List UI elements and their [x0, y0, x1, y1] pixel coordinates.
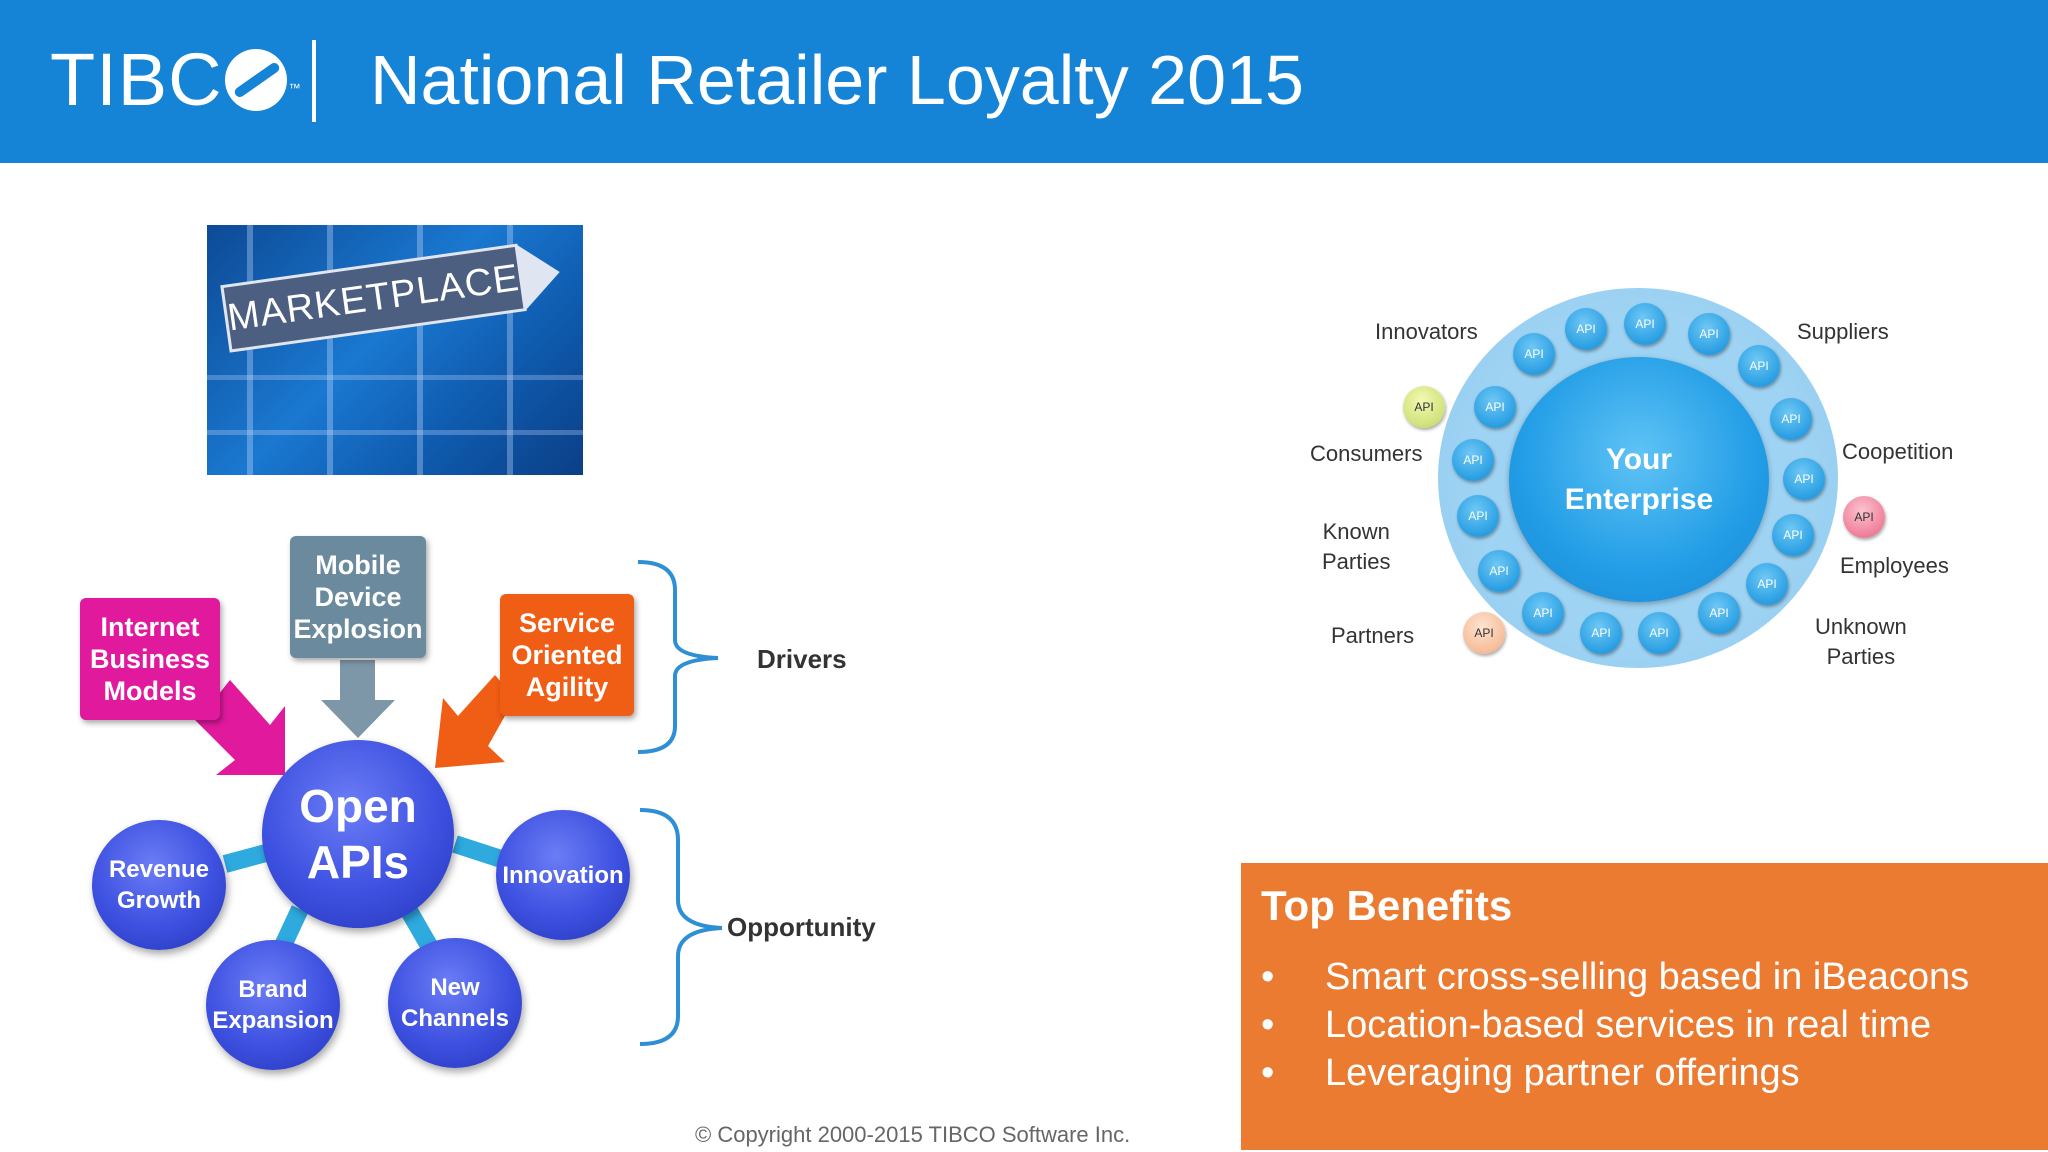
opportunity-line: Expansion	[212, 1007, 334, 1034]
logo-text: TIBC	[50, 38, 223, 121]
api-node: API	[1474, 386, 1516, 428]
api-node: API	[1457, 495, 1499, 537]
window-frame	[207, 375, 583, 380]
api-node: API	[1522, 592, 1564, 634]
tibco-logo: TIBC ™	[50, 40, 302, 120]
api-node: API	[1738, 345, 1780, 387]
opportunity-line: Innovation	[502, 861, 624, 889]
driver-line: Device	[314, 582, 402, 612]
party-innovators: Innovators	[1375, 319, 1478, 344]
window-frame	[417, 225, 423, 475]
api-node: API	[1452, 439, 1494, 481]
driver-line: Mobile	[315, 550, 401, 580]
drivers-label: Drivers	[757, 644, 847, 674]
party-line: Unknown	[1815, 614, 1907, 639]
drivers-brace	[637, 560, 719, 754]
opportunity-line: Revenue	[108, 856, 210, 883]
api-node: API	[1513, 333, 1555, 375]
driver-line: Agility	[525, 672, 609, 702]
party-employees: Employees	[1840, 553, 1949, 578]
party-partners: Partners	[1331, 623, 1415, 648]
center-line: Open	[299, 780, 417, 832]
api-node-partners: API	[1463, 612, 1505, 654]
benefit-item: Leveraging partner offerings	[1261, 1049, 1969, 1097]
driver-arrow-orange	[435, 675, 515, 768]
opportunity-line: New	[430, 974, 480, 1001]
opportunity-line: Growth	[116, 887, 201, 914]
benefits-list: Smart cross-selling based in iBeacons Lo…	[1261, 953, 1969, 1097]
party-line: Parties	[1322, 549, 1391, 574]
slide-title: National Retailer Loyalty 2015	[370, 41, 1304, 119]
benefits-title: Top Benefits	[1261, 882, 1513, 929]
copyright-footer: © Copyright 2000-2015 TIBCO Software Inc…	[695, 1122, 1131, 1147]
core-line: Enterprise	[1564, 482, 1714, 516]
driver-line: Explosion	[293, 614, 423, 644]
api-node: API	[1688, 313, 1730, 355]
api-node: API	[1772, 514, 1814, 556]
your-enterprise-core: Your Enterprise	[1509, 357, 1769, 602]
header-bar: TIBC ™ National Retailer Loyalty 2015	[0, 0, 2048, 163]
driver-arrow-grey	[321, 660, 395, 738]
party-line: Known	[1322, 519, 1390, 544]
center-line: APIs	[306, 836, 410, 888]
driver-line: Internet	[100, 612, 200, 642]
opportunity-innovation: Innovation	[496, 810, 630, 940]
driver-line: Models	[103, 676, 197, 706]
api-node: API	[1783, 458, 1825, 500]
api-node: API	[1624, 303, 1666, 345]
driver-line: Service	[518, 608, 616, 638]
benefit-item: Smart cross-selling based in iBeacons	[1261, 953, 1969, 1001]
marketplace-image: MARKETPLACE	[207, 225, 583, 475]
header-divider	[312, 40, 316, 122]
party-consumers: Consumers	[1310, 441, 1423, 466]
party-suppliers: Suppliers	[1797, 319, 1889, 344]
api-node: API	[1478, 550, 1520, 592]
party-line: Parties	[1826, 644, 1896, 669]
logo-trademark: ™	[288, 81, 302, 95]
window-frame	[327, 225, 333, 475]
benefit-item: Location-based services in real time	[1261, 1001, 1969, 1049]
window-frame	[247, 225, 253, 475]
window-frame	[507, 225, 513, 475]
api-node-employees: API	[1843, 496, 1885, 538]
api-node: API	[1698, 592, 1740, 634]
opportunity-label: Opportunity	[727, 912, 876, 942]
driver-line: Business	[89, 644, 211, 674]
api-node: API	[1770, 398, 1812, 440]
api-node: API	[1746, 563, 1788, 605]
party-unknown-parties: Unknown Parties	[1815, 612, 1907, 672]
opportunity-line: Brand	[238, 976, 308, 1003]
opportunity-brace	[639, 808, 723, 1046]
opportunity-line: Channels	[400, 1005, 510, 1032]
core-line: Your	[1605, 442, 1673, 476]
api-node: API	[1638, 612, 1680, 654]
api-node: API	[1565, 308, 1607, 350]
api-node: API	[1580, 612, 1622, 654]
window-frame	[207, 430, 583, 435]
party-known-parties: Known Parties	[1322, 517, 1390, 577]
api-node-consumers: API	[1403, 386, 1445, 428]
logo-o-icon	[224, 49, 287, 111]
driver-line: Oriented	[511, 640, 623, 670]
party-coopetition: Coopetition	[1842, 439, 1954, 464]
top-benefits-box: Top Benefits Smart cross-selling based i…	[1241, 863, 2048, 1150]
